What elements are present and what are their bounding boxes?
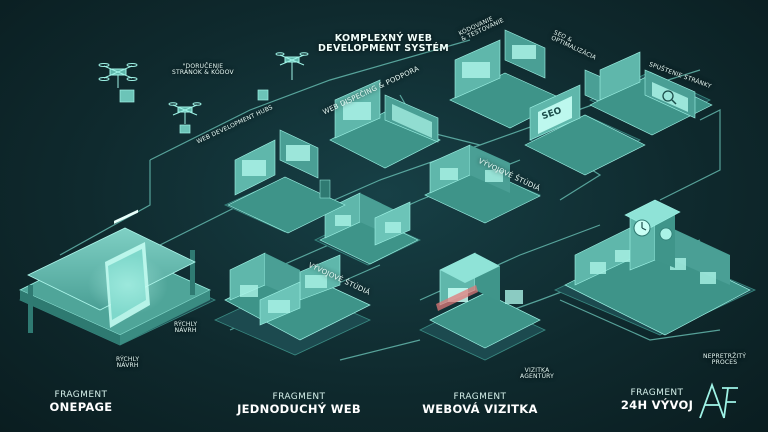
nonstop-label: NEPRETRŽITÝ PROCES (703, 353, 747, 367)
agency-card-line-2: AGENTÚRY (520, 373, 555, 381)
quick-draft-a-line-2: NÁVRH (174, 327, 197, 335)
drone-delivery-label: "DORUČENIE STRÁNOK & KÓDOV (172, 63, 234, 77)
quick-draft-b-line-1: RÝCHLY (116, 356, 140, 363)
simple-web-offices (224, 252, 371, 341)
drone-delivery-line-2: STRÁNOK & KÓDOV (172, 69, 234, 77)
fragment-web-card: FRAGMENT WEBOVÁ VIZITKA (418, 392, 542, 416)
fragment-onepage-main: ONEPAGE (49, 400, 113, 414)
quick-draft-b-line-2: NÁVRH (116, 362, 139, 370)
main-title-line-2: DEVELOPMENT SYSTÉM (318, 42, 450, 54)
fragment-web-card-top: FRAGMENT (453, 392, 507, 402)
business-card-building (429, 252, 541, 349)
web-hubs-building (227, 129, 346, 234)
main-title: KOMPLEXNÝ WEB DEVELOPMENT SYSTÉM (318, 34, 449, 54)
nonstop-line-1: NEPRETRŽITÝ (703, 353, 747, 360)
fragment-24h-main: 24H VÝVOJ (620, 398, 694, 412)
fragment-simple-web-top: FRAGMENT (272, 392, 326, 402)
drone-icon (98, 52, 309, 124)
quick-draft-label-a: RÝCHLY NÁVRH (174, 321, 198, 335)
fragment-onepage-top: FRAGMENT (54, 390, 108, 400)
fragment-onepage: FRAGMENT ONEPAGE (36, 390, 126, 414)
clock-tower-icon (624, 199, 681, 271)
fragment-24h-top: FRAGMENT (630, 388, 684, 398)
quick-draft-a-line-1: RÝCHLY (174, 321, 198, 328)
central-studios (319, 192, 419, 265)
fragment-24h: FRAGMENT 24H VÝVOJ (612, 388, 702, 412)
right-studios (424, 144, 541, 224)
fragment-simple-web-main: JEDNODUCHÝ WEB (237, 402, 361, 416)
fragment-simple-web: FRAGMENT JEDNODUCHÝ WEB (234, 392, 364, 416)
main-title-line-1: KOMPLEXNÝ WEB (334, 33, 433, 44)
package-icon (119, 89, 269, 134)
dispatch-building (329, 79, 441, 169)
agency-card-label: VIZITKA AGENTÚRY (520, 367, 555, 381)
nonstop-building (564, 199, 751, 336)
fragment-web-card-main: WEBOVÁ VIZITKA (422, 402, 538, 416)
launch-building (589, 51, 713, 136)
quick-draft-label-b: RÝCHLY NÁVRH (116, 356, 140, 370)
logo-mark-icon (699, 382, 738, 419)
nonstop-line-2: PROCES (711, 359, 738, 367)
drone-delivery-line-1: "DORUČENIE (182, 63, 224, 70)
onepage-building (19, 209, 211, 345)
agency-card-line-1: VIZITKA (524, 367, 550, 374)
